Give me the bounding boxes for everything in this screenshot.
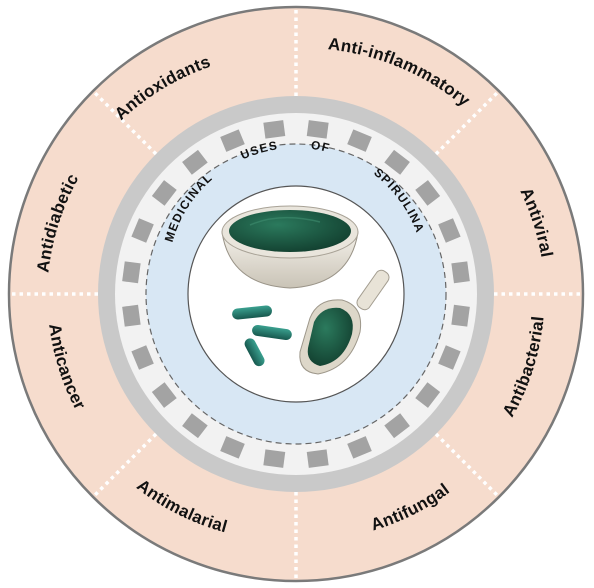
ring-tile [451, 261, 470, 284]
center-title: OF [310, 138, 332, 155]
ring-tile [415, 382, 441, 408]
ring-tile [306, 449, 329, 468]
ring-tile [151, 180, 177, 206]
tile-band [122, 120, 470, 468]
ring-tile [415, 180, 441, 206]
ring-tile [438, 345, 461, 370]
ring-tile [438, 218, 461, 243]
ring-tile [347, 436, 372, 459]
ring-tile [347, 129, 372, 152]
ring-tile [131, 345, 154, 370]
ring-tile [220, 436, 245, 459]
ring-tile [263, 449, 286, 468]
ring-tile [263, 120, 286, 139]
ring-tile [384, 149, 410, 175]
ring-tile [182, 149, 208, 175]
spirulina-powder-bowl-scoop-capsules-icon [221, 205, 390, 375]
capsules-icon [232, 305, 292, 367]
ring-tile [122, 261, 141, 284]
ring-tile [306, 120, 329, 139]
ring-tile [451, 304, 470, 327]
powder-scoop-icon [299, 269, 390, 375]
ring-tile [131, 218, 154, 243]
ring-tile [182, 413, 208, 439]
powder-bowl-icon [221, 205, 359, 289]
ring-tile [122, 304, 141, 327]
ring-tile [151, 382, 177, 408]
center-title-word-3: OF [310, 138, 330, 155]
ring-tile [384, 413, 410, 439]
ring-tile [220, 129, 245, 152]
